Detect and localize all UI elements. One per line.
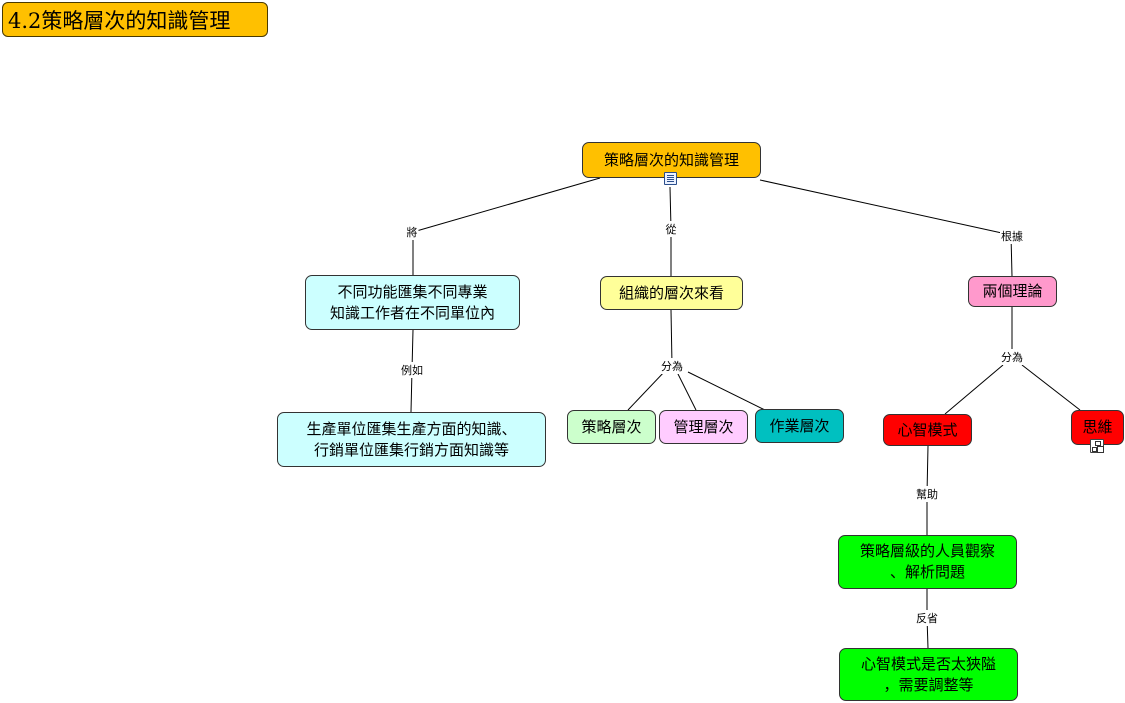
connector-fenwei-operation: [687, 371, 766, 411]
link-label-bangzhu: 幫助: [915, 486, 939, 502]
link-label-jiang: 將: [405, 224, 419, 240]
node-management-level[interactable]: 管理層次: [659, 410, 748, 444]
connector-root-genju: [759, 179, 1012, 236]
node-example[interactable]: 生產單位匯集生產方面的知識、 行銷單位匯集行銷方面知識等: [277, 412, 546, 467]
connector-fenwei-mental: [944, 364, 1004, 415]
link-label-cong: 從: [664, 221, 678, 237]
note-icon[interactable]: [664, 172, 677, 185]
connector-fenwei-management: [675, 369, 697, 411]
node-two-theories[interactable]: 兩個理論: [968, 276, 1057, 307]
node-strategic-level[interactable]: 策略層次: [567, 410, 656, 444]
link-label-fenwei-org: 分為: [660, 358, 684, 374]
link-label-liru: 例如: [400, 362, 424, 378]
node-org-level[interactable]: 組織的層次來看: [600, 276, 743, 310]
page-title: 4.2策略層次的知識管理: [2, 2, 268, 37]
link-label-fansheng: 反省: [915, 610, 939, 626]
subtree-icon[interactable]: [1090, 439, 1104, 453]
link-label-genju: 根據: [1000, 228, 1024, 244]
connector-root-jiang: [412, 177, 601, 233]
link-label-fenwei-theory: 分為: [1000, 349, 1024, 365]
node-reflect[interactable]: 心智模式是否太狹隘 ，需要調整等: [839, 648, 1018, 701]
connector-fenwei-thinking: [1021, 364, 1081, 411]
node-observe[interactable]: 策略層級的人員觀察 、解析問題: [838, 535, 1017, 589]
connector-fenwei-strategic: [627, 369, 667, 411]
connector-org-fenwei: [670, 309, 673, 366]
node-functional[interactable]: 不同功能匯集不同專業 知識工作者在不同單位內: [305, 275, 520, 330]
node-mental-model[interactable]: 心智模式: [883, 414, 972, 446]
node-operation-level[interactable]: 作業層次: [755, 409, 844, 443]
